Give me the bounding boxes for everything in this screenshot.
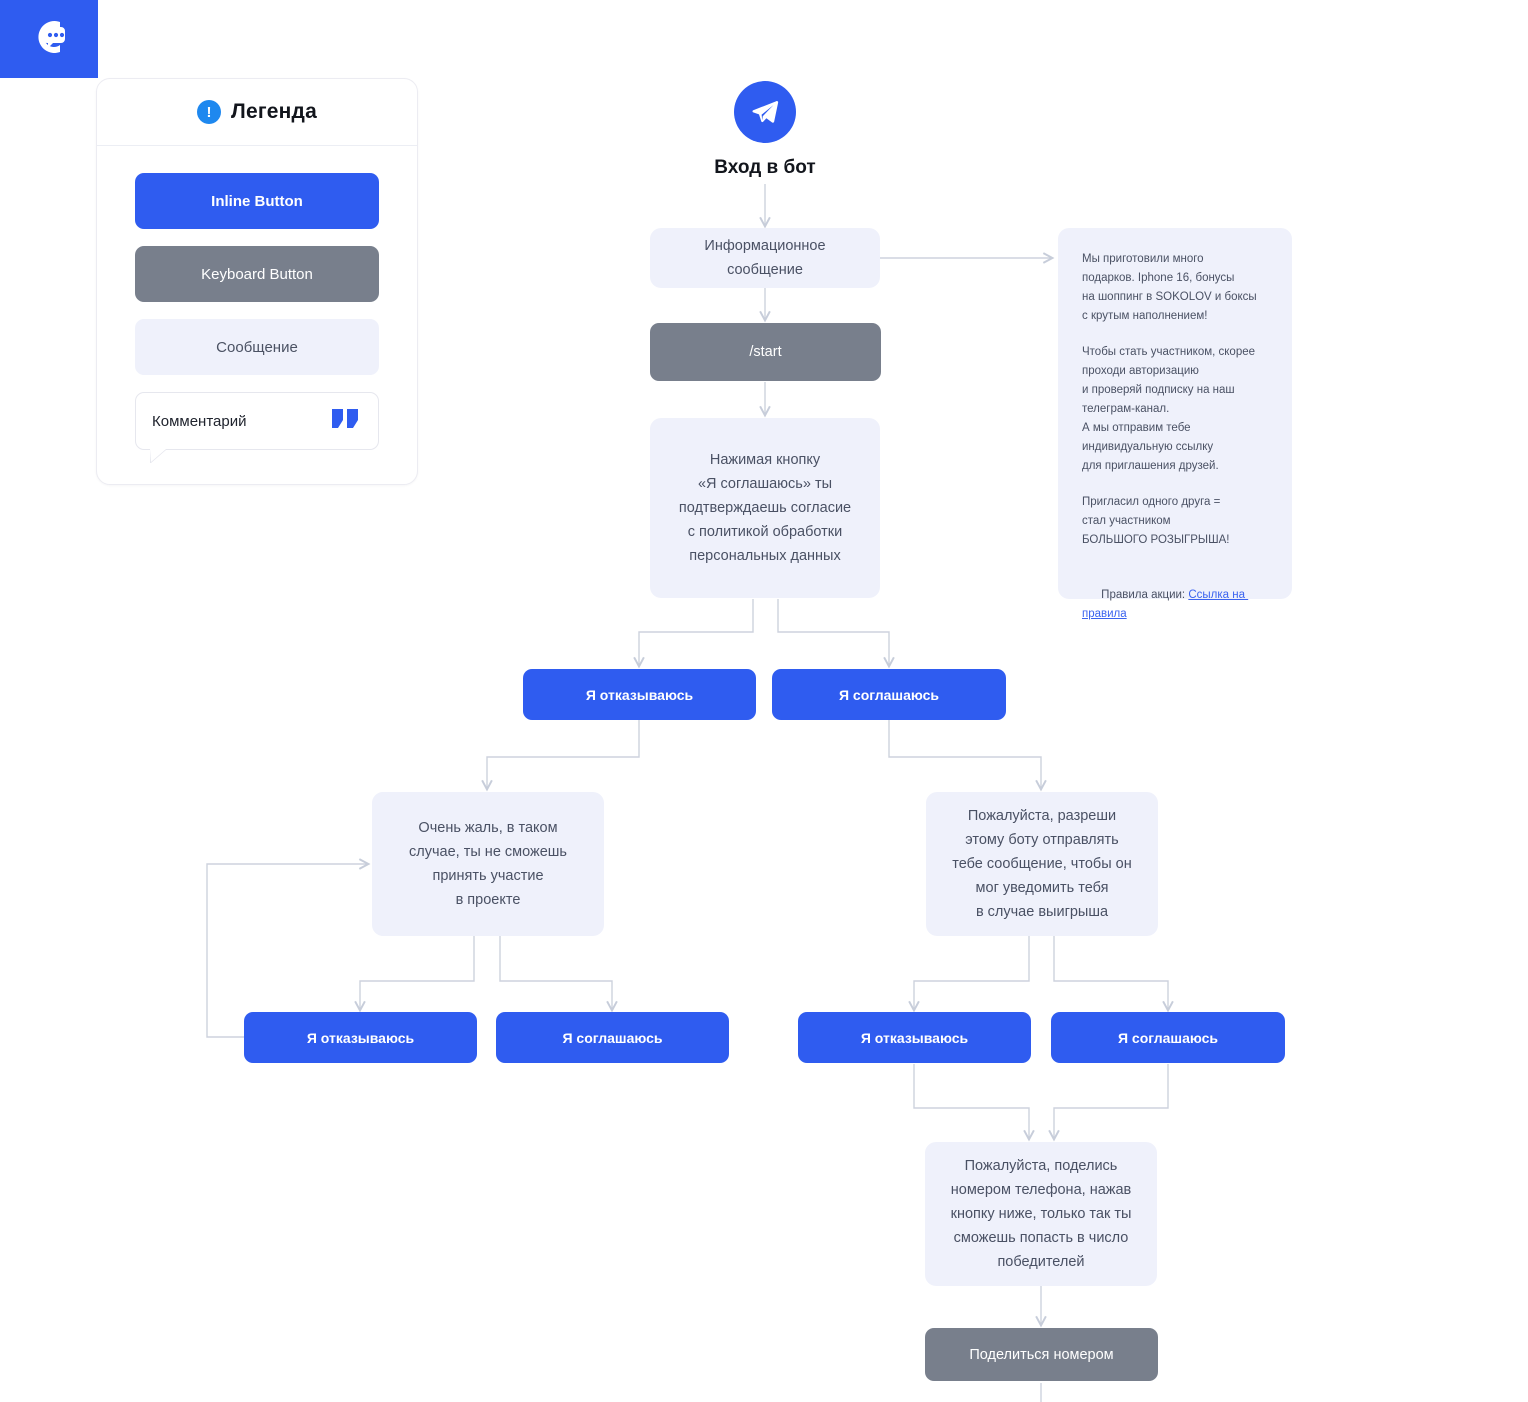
quote-icon [332,409,362,433]
legend-header: ! Легенда [97,79,417,146]
legend-item-inline-button: Inline Button [135,173,379,229]
promo-rules-prefix: Правила акции: [1101,589,1189,601]
legend-body: Inline Button Keyboard Button Сообщение … [97,146,417,484]
legend-card: ! Легенда Inline Button Keyboard Button … [96,78,418,485]
legend-item-message: Сообщение [135,319,379,375]
node-phone-message[interactable]: Пожалуйста, поделись номером телефона, н… [925,1142,1157,1286]
promo-paragraph-1: Мы приготовили много подарков. Iphone 16… [1082,253,1257,322]
node-accept-button-2[interactable]: Я соглашаюсь [496,1012,729,1063]
node-permission-message[interactable]: Пожалуйста, разреши этому боту отправлят… [926,792,1158,936]
node-accept-button-1[interactable]: Я соглашаюсь [772,669,1006,720]
node-info-message[interactable]: Информационное сообщение [650,228,880,288]
node-decline-button-2[interactable]: Я отказываюсь [244,1012,477,1063]
legend-item-keyboard-button: Keyboard Button [135,246,379,302]
app-logo[interactable] [0,0,98,78]
chat-bubble-c-logo-icon [27,15,71,64]
promo-rules-link[interactable]: Ссылка на правила [1082,589,1249,620]
node-start-command[interactable]: /start [650,323,881,381]
promo-paragraph-2: Чтобы стать участником, скорее проходи а… [1082,346,1256,472]
entry-label: Вход в бот [714,157,816,178]
promo-paragraph-4: Правила акции: Ссылка на правила [1082,567,1268,643]
exclamation-icon: ! [197,100,222,124]
promo-paragraph-3: Пригласил одного друга = стал участником… [1082,496,1230,546]
node-share-phone-button[interactable]: Поделиться номером [925,1328,1158,1381]
legend-comment-label: Комментарий [152,412,247,430]
node-accept-button-3[interactable]: Я соглашаюсь [1051,1012,1285,1063]
node-sorry-message[interactable]: Очень жаль, в таком случае, ты не сможеш… [372,792,604,936]
legend-item-comment: Комментарий [135,392,379,462]
telegram-entry-icon [734,81,796,143]
comment-tail [150,449,166,462]
node-promo-message[interactable]: Мы приготовили много подарков. Iphone 16… [1058,228,1292,620]
legend-title: Легенда [231,100,317,123]
node-consent-message[interactable]: Нажимая кнопку «Я соглашаюсь» ты подтвер… [650,418,880,598]
node-decline-button-1[interactable]: Я отказываюсь [523,669,756,720]
node-decline-button-3[interactable]: Я отказываюсь [798,1012,1031,1063]
